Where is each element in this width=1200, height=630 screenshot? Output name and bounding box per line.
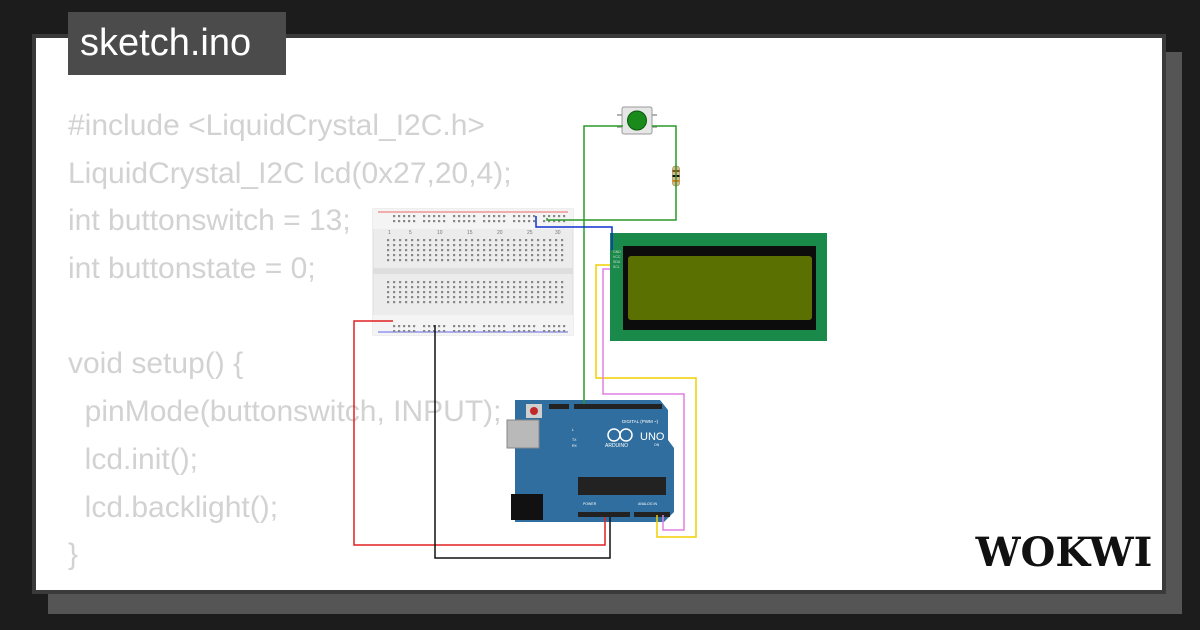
wire-blue [535, 216, 613, 250]
wire-black [434, 325, 611, 559]
code-line: } [68, 538, 79, 572]
code-line: LiquidCrystal_I2C lcd(0x27,20,4); [68, 156, 512, 190]
code-line: lcd.init(); [68, 442, 199, 476]
bb-num-20: 20 [497, 230, 503, 236]
wokwi-logo: WOKWI [975, 529, 1153, 576]
lcd-pin-gnd: GND [613, 250, 621, 254]
code-line: lcd.backlight(); [68, 490, 279, 524]
bb-num-1: 1 [388, 230, 391, 236]
code-line: #include <LiquidCrystal_I2C.h> [68, 109, 485, 142]
file-name-tab: sketch.ino [68, 12, 286, 75]
bb-num-5: 5 [409, 230, 412, 236]
wire-yellow [595, 264, 697, 538]
wire-pink [602, 268, 685, 531]
code-line: int buttonstate = 0; [68, 252, 316, 286]
arduino-analog-label: ANALOG IN [638, 502, 658, 506]
arduino-uno: UNO ARDUINO DIGITAL (PWM ~) POWER ANALOG… [506, 400, 674, 522]
arduino-tx-label: TX [572, 438, 577, 442]
lcd-pin-scl: SCL [613, 265, 620, 269]
wokwi-logo-text: WOKWI [975, 529, 1153, 576]
lcd-module: GND VCC SDA SCL [610, 233, 827, 341]
arduino-rx-label: RX [572, 444, 578, 448]
breadboard-holes [387, 215, 566, 333]
bb-num-30: 30 [555, 230, 561, 236]
wire-red [353, 320, 606, 546]
lcd-pin-vcc: VCC [613, 255, 621, 259]
lcd-pin-sda: SDA [613, 260, 621, 264]
breadboard: 1 5 10 15 20 25 30 [372, 208, 574, 336]
arduino-digital-label: DIGITAL (PWM ~) [622, 419, 659, 424]
code-line: void setup() { [68, 347, 244, 381]
wires [353, 125, 697, 559]
code-line: int buttonswitch = 13; [68, 204, 351, 238]
code-line: pinMode(buttonswitch, INPUT); [68, 395, 502, 429]
arduino-l-label: L [572, 428, 574, 432]
breadboard-numbers: 1 5 10 15 20 25 30 [388, 230, 561, 236]
wire-green-resistor [546, 125, 677, 221]
arduino-on-label: ON [654, 443, 660, 447]
arduino-brand-label: ARDUINO [605, 443, 628, 449]
bb-num-15: 15 [467, 230, 473, 236]
code-preview: #include <LiquidCrystal_I2C.h> LiquidCrys… [68, 102, 588, 572]
wire-green-button [583, 125, 623, 404]
bb-num-10: 10 [437, 230, 443, 236]
arduino-power-label: POWER [583, 502, 597, 506]
push-button [617, 106, 657, 135]
bb-num-25: 25 [527, 230, 533, 236]
arduino-model-label: UNO [640, 431, 665, 443]
